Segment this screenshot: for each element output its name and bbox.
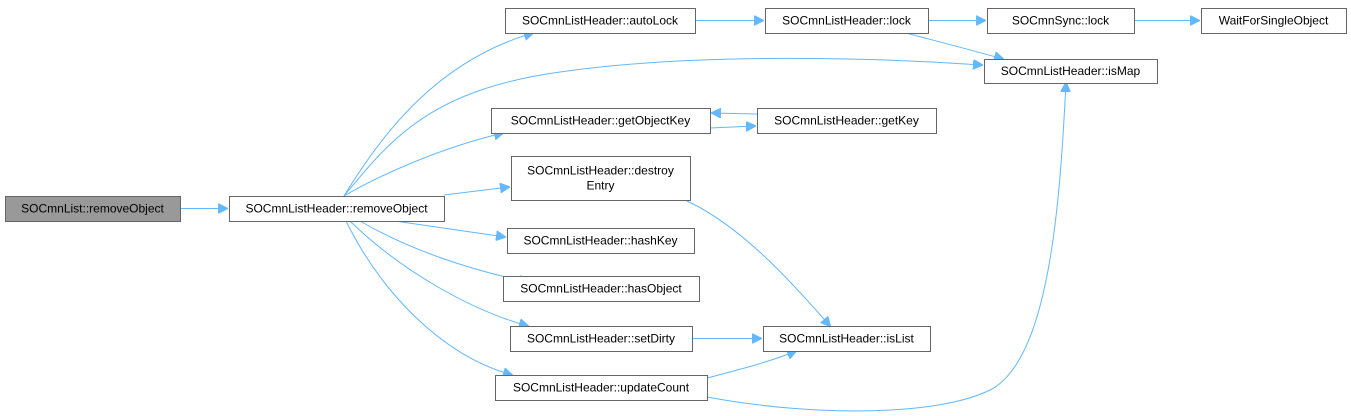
node-label: SOCmnListHeader::autoLock — [522, 14, 679, 28]
node-box — [229, 196, 445, 222]
node-box — [757, 108, 937, 134]
node-n4[interactable]: SOCmnSync::lock — [987, 8, 1135, 34]
node-label: SOCmnListHeader::hashKey — [523, 234, 677, 248]
edge-n8-n7 — [712, 113, 758, 114]
node-n12[interactable]: SOCmnListHeader::setDirty — [510, 326, 693, 352]
node-n0[interactable]: SOCmnList::removeObject — [5, 196, 181, 222]
node-box — [510, 326, 693, 352]
node-n10[interactable]: SOCmnListHeader::hashKey — [507, 228, 695, 254]
node-label: SOCmnListHeader::setDirty — [527, 332, 675, 346]
node-label: SOCmnListHeader::removeObject — [245, 202, 428, 216]
node-box — [507, 228, 695, 254]
edge-n1-n2 — [343, 33, 533, 197]
node-n8[interactable]: SOCmnListHeader::getKey — [757, 108, 937, 134]
edge-n14-n6 — [706, 83, 1066, 412]
node-box — [491, 108, 711, 134]
node-n5[interactable]: WaitForSingleObject — [1201, 8, 1347, 34]
node-label: SOCmnListHeader::isList — [779, 332, 914, 346]
node-n3[interactable]: SOCmnListHeader::lock — [765, 8, 929, 34]
node-n6[interactable]: SOCmnListHeader::isMap — [984, 59, 1158, 84]
node-box — [503, 276, 700, 302]
node-label: SOCmnListHeader::lock — [782, 14, 912, 28]
node-n7[interactable]: SOCmnListHeader::getObjectKey — [491, 108, 711, 134]
edge-n7-n8 — [709, 126, 755, 128]
node-label: WaitForSingleObject — [1219, 14, 1329, 28]
edge-n9-n13 — [684, 199, 830, 326]
node-box — [495, 375, 708, 401]
node-box — [763, 326, 931, 352]
edge-n14-n13 — [706, 351, 796, 379]
node-box — [5, 196, 181, 222]
edge-n1-n12 — [349, 220, 528, 326]
node-box — [511, 156, 691, 201]
edge-n1-n9 — [443, 187, 509, 196]
edge-n1-n10 — [394, 220, 505, 237]
node-box — [505, 8, 696, 34]
node-n2[interactable]: SOCmnListHeader::autoLock — [505, 8, 696, 34]
node-label: SOCmnListHeader::hasObject — [520, 282, 682, 296]
edge-n1-n14 — [345, 220, 512, 375]
edge-n1-n6 — [343, 57, 982, 197]
node-n13[interactable]: SOCmnListHeader::isList — [763, 326, 931, 352]
edges-layer — [180, 21, 1199, 412]
node-label: SOCmnList::removeObject — [21, 202, 164, 216]
node-label: Entry — [586, 179, 614, 193]
node-box — [987, 8, 1135, 34]
node-label: SOCmnListHeader::getObjectKey — [511, 114, 690, 128]
node-n11[interactable]: SOCmnListHeader::hasObject — [503, 276, 700, 302]
node-n1[interactable]: SOCmnListHeader::removeObject — [229, 196, 445, 222]
node-box — [765, 8, 929, 34]
edge-n3-n6 — [905, 32, 1003, 59]
node-label: SOCmnListHeader::getKey — [774, 114, 919, 128]
node-box — [984, 59, 1158, 84]
node-label: SOCmnSync::lock — [1012, 14, 1110, 28]
node-box — [1201, 8, 1347, 34]
edge-n1-n7 — [343, 133, 503, 197]
node-label: SOCmnListHeader::updateCount — [513, 381, 690, 395]
node-label: SOCmnListHeader::isMap — [1001, 64, 1141, 78]
node-label: SOCmnListHeader::destroy — [527, 164, 674, 178]
node-n14[interactable]: SOCmnListHeader::updateCount — [495, 375, 708, 401]
